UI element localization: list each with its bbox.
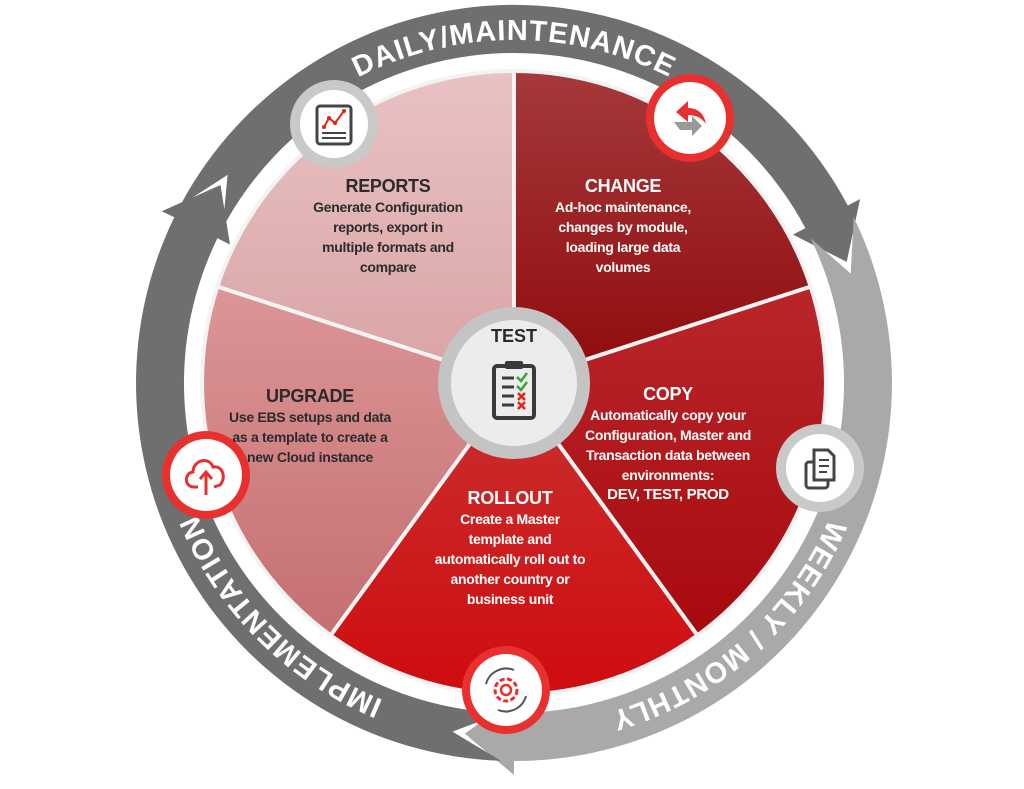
segment-title: CHANGE: [584, 176, 662, 196]
report-chart-icon: [290, 80, 378, 168]
segment-text: Generate Configuration: [313, 199, 463, 215]
segment-change: CHANGE Ad-hoc maintenance, changes by mo…: [555, 175, 691, 277]
segment-text: Automatically copy your: [590, 407, 746, 423]
segment-text: loading large data: [565, 239, 681, 255]
segment-text: compare: [359, 259, 417, 275]
segment-text: business unit: [466, 591, 554, 607]
daily-maintenance-arrow: [180, 4, 861, 262]
segment-title: COPY: [643, 384, 693, 404]
weekly-monthly-arrow: [464, 217, 892, 776]
segment-text: Use EBS setups and data: [229, 409, 391, 425]
segment-text: reports, export in: [333, 219, 443, 235]
segment-text: as a template to create a: [232, 429, 388, 445]
segment-rollout: ROLLOUT Create a Master template and aut…: [434, 487, 586, 609]
segment-text: volumes: [595, 259, 651, 275]
segment-text: automatically roll out to: [434, 551, 586, 567]
environments-list: DEV, TEST, PROD: [607, 486, 729, 503]
segment-title: ROLLOUT: [467, 488, 553, 508]
segment-text: environments:: [621, 467, 715, 483]
clipboard-checklist-icon: [492, 361, 536, 420]
implementation-arrow: [136, 185, 503, 761]
segment-text: changes by module,: [558, 219, 688, 235]
segment-text: Transaction data between: [586, 447, 750, 463]
segment-title: UPGRADE: [266, 386, 354, 406]
center-title: TEST: [490, 326, 538, 346]
segment-text: Create a Master: [460, 511, 560, 527]
segment-copy: COPY Automatically copy your Configurati…: [585, 383, 751, 505]
center-test-hub: [438, 307, 590, 459]
segment-upgrade: UPGRADE Use EBS setups and data as a tem…: [229, 385, 391, 467]
cloud-upload-icon: [162, 431, 250, 519]
copy-documents-icon: [776, 424, 864, 512]
segment-reports: REPORTS Generate Configuration reports, …: [313, 175, 463, 277]
swap-arrows-icon: [646, 74, 734, 162]
segment-text: Configuration, Master and: [585, 427, 751, 443]
segment-text: new Cloud instance: [246, 449, 374, 465]
segment-title: REPORTS: [345, 176, 431, 196]
gear-cycle-icon: [462, 646, 550, 734]
segment-text: multiple formats and: [322, 239, 454, 255]
segment-text: another country or: [450, 571, 570, 587]
segment-text: template and: [468, 531, 552, 547]
segment-text: Ad-hoc maintenance,: [555, 199, 691, 215]
